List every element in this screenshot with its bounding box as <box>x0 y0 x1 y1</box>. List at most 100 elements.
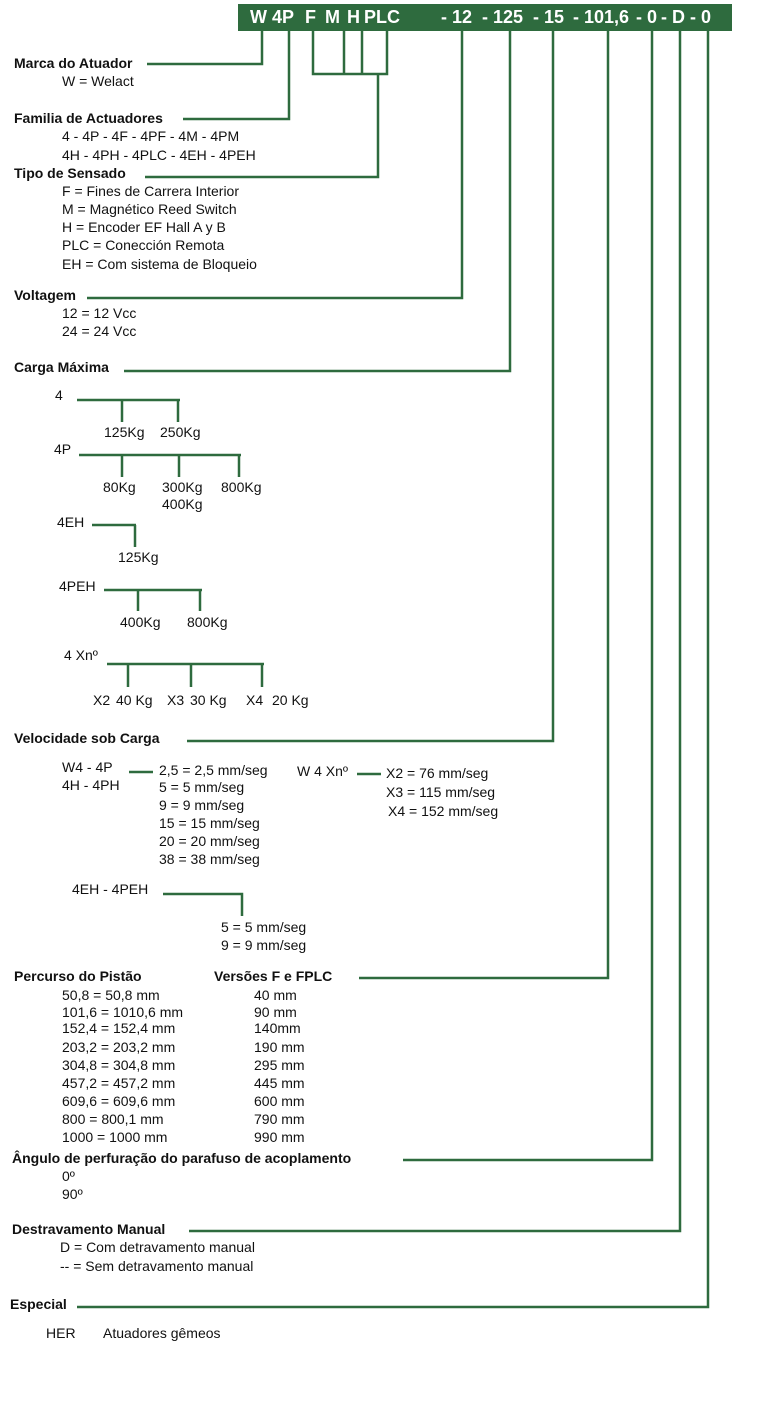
percurso-row-b: 40 mm <box>254 987 297 1003</box>
familia-title: Familia de Actuadores <box>14 110 163 126</box>
angulo-title: Ângulo de perfuração do parafuso de acop… <box>12 1150 352 1166</box>
percurso-row-a: 1000 = 1000 mm <box>62 1129 168 1145</box>
familia-item: 4 - 4P - 4F - 4PF - 4M - 4PM <box>62 128 240 144</box>
vel-eh-value: 9 = 9 mm/seg <box>221 937 307 953</box>
percurso-row-b: 600 mm <box>254 1093 305 1109</box>
code-value-velocidade: - 15 <box>533 7 565 27</box>
percurso-row-b: 445 mm <box>254 1075 305 1091</box>
percurso-row-a: 101,6 = 1010,6 mm <box>62 1004 184 1020</box>
carga-value: 20 Kg <box>272 692 309 708</box>
percurso-row-b: 140mm <box>254 1020 301 1036</box>
especial-code: HER <box>46 1325 76 1341</box>
percurso-row-b: 190 mm <box>254 1039 305 1055</box>
connector-percurso <box>359 31 610 980</box>
especial-desc: Atuadores gêmeos <box>103 1325 221 1341</box>
vel-left-value: 2,5 = 2,5 mm/seg <box>159 762 268 778</box>
code-value-especial: - 0 <box>690 7 712 27</box>
percurso-row-b: 90 mm <box>254 1004 297 1020</box>
carga-value: 300Kg <box>162 479 203 495</box>
tipo-title: Tipo de Sensado <box>14 165 126 181</box>
connector-marca <box>147 31 264 66</box>
code-letter-f: F <box>305 7 316 27</box>
angulo-item: 90º <box>62 1186 83 1202</box>
percurso-row-a: 457,2 = 457,2 mm <box>62 1075 176 1091</box>
code-letter-m: M <box>325 7 340 27</box>
carga-group-label: 4P <box>54 441 72 457</box>
familia-item: 4H - 4PH - 4PLC - 4EH - 4PEH <box>62 147 256 163</box>
connector-familia <box>183 31 291 121</box>
angulo-item: 0º <box>62 1168 75 1184</box>
carga-group-label: 4 Xnº <box>64 647 98 663</box>
code-letter-plc: PLC <box>364 7 400 27</box>
percurso-row-b: 990 mm <box>254 1129 305 1145</box>
voltagem-title: Voltagem <box>14 287 76 303</box>
percurso-row-a: 203,2 = 203,2 mm <box>62 1039 176 1055</box>
vel-left-value: 38 = 38 mm/seg <box>159 851 260 867</box>
carga-value: 125Kg <box>118 549 159 565</box>
connector-voltagem <box>87 31 464 300</box>
carga-value: 400Kg <box>162 496 203 512</box>
vel-left-value: 5 = 5 mm/seg <box>159 779 245 795</box>
destravamento-title: Destravamento Manual <box>12 1221 166 1237</box>
code-value-destravamento: - D <box>661 7 685 27</box>
velocidade-title: Velocidade sob Carga <box>14 730 160 746</box>
marca-item: W = Welact <box>62 73 134 89</box>
percurso-title: Percurso do Pistão <box>14 968 142 984</box>
percurso-row-b: 295 mm <box>254 1057 305 1073</box>
carga-value: 125Kg <box>104 424 145 440</box>
vel-left-label: 4H - 4PH <box>62 777 120 793</box>
carga-value: 400Kg <box>120 614 161 630</box>
vel-left-value: 9 = 9 mm/seg <box>159 797 245 813</box>
code-letter-family: 4P <box>272 7 295 27</box>
percurso-row-a: 304,8 = 304,8 mm <box>62 1057 176 1073</box>
percurso-row-a: 152,4 = 152,4 mm <box>62 1020 176 1036</box>
destravamento-item: D = Com detravamento manual <box>60 1239 255 1255</box>
percurso-row-a: 609,6 = 609,6 mm <box>62 1093 176 1109</box>
marca-title: Marca do Atuador <box>14 55 133 71</box>
tipo-item: EH = Com sistema de Bloqueio <box>62 256 257 272</box>
carga-value: 800Kg <box>221 479 262 495</box>
code-banner <box>238 4 732 31</box>
connector-tipo-bracket <box>311 31 389 76</box>
connector-angulo <box>403 31 654 1162</box>
connector-velocidade <box>187 31 555 743</box>
carga-value: 40 Kg <box>116 692 153 708</box>
carga-value: X2 <box>93 692 111 708</box>
code-value-angulo: - 0 <box>636 7 658 27</box>
carga-value: 30 Kg <box>190 692 227 708</box>
vel-right-label: W 4 Xnº <box>297 763 349 779</box>
carga-bracket-4eh <box>92 523 137 547</box>
carga-bracket-4xn <box>107 662 264 687</box>
vel-bracket-eh <box>163 892 244 916</box>
vel-eh-label: 4EH - 4PEH <box>72 881 149 897</box>
carga-value: X3 <box>167 692 185 708</box>
vel-right-value: X4 = 152 mm/seg <box>388 803 499 819</box>
code-value-percurso: - 101,6 <box>573 7 630 27</box>
percurso-row-b: 790 mm <box>254 1111 305 1127</box>
carga-group-label: 4PEH <box>59 578 96 594</box>
code-letter-w: W <box>250 7 267 27</box>
tipo-item: M = Magnético Reed Switch <box>62 201 237 217</box>
carga-bracket-4 <box>77 398 180 422</box>
percurso-row-a: 50,8 = 50,8 mm <box>62 987 160 1003</box>
vel-left-value: 15 = 15 mm/seg <box>159 815 260 831</box>
code-value-carga: - 125 <box>482 7 524 27</box>
percurso-row-a: 800 = 800,1 mm <box>62 1111 164 1127</box>
connector-carga <box>124 31 512 373</box>
connector-especial <box>77 31 710 1309</box>
code-letter-h: H <box>347 7 360 27</box>
code-value-voltagem: - 12 <box>441 7 473 27</box>
connector-tipo <box>145 74 380 179</box>
carga-value: X4 <box>246 692 264 708</box>
destravamento-item: -- = Sem detravamento manual <box>60 1258 254 1274</box>
vel-left-label: W4 - 4P <box>62 759 113 775</box>
tipo-item: F = Fines de Carrera Interior <box>62 183 240 199</box>
carga-value: 250Kg <box>160 424 201 440</box>
voltagem-item: 24 = 24 Vcc <box>62 323 137 339</box>
carga-group-label: 4EH <box>57 514 85 530</box>
carga-title: Carga Máxima <box>14 359 109 375</box>
vel-right-value: X2 = 76 mm/seg <box>386 765 489 781</box>
vel-eh-value: 5 = 5 mm/seg <box>221 919 307 935</box>
